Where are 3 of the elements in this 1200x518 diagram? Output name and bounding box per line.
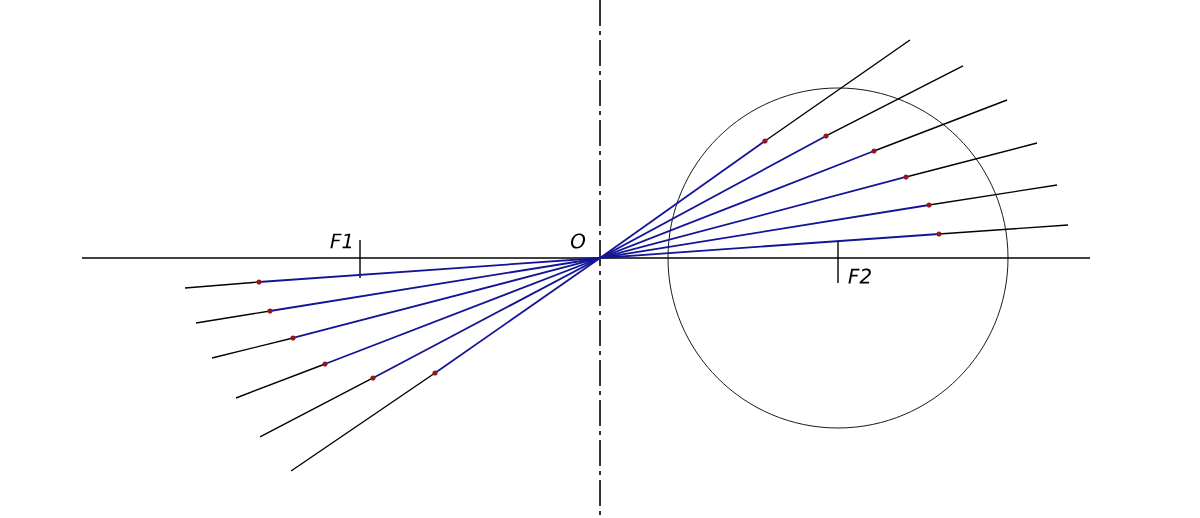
- point-label: F1: [330, 233, 352, 249]
- point-label: O: [570, 233, 586, 249]
- point-label: F2: [848, 268, 871, 284]
